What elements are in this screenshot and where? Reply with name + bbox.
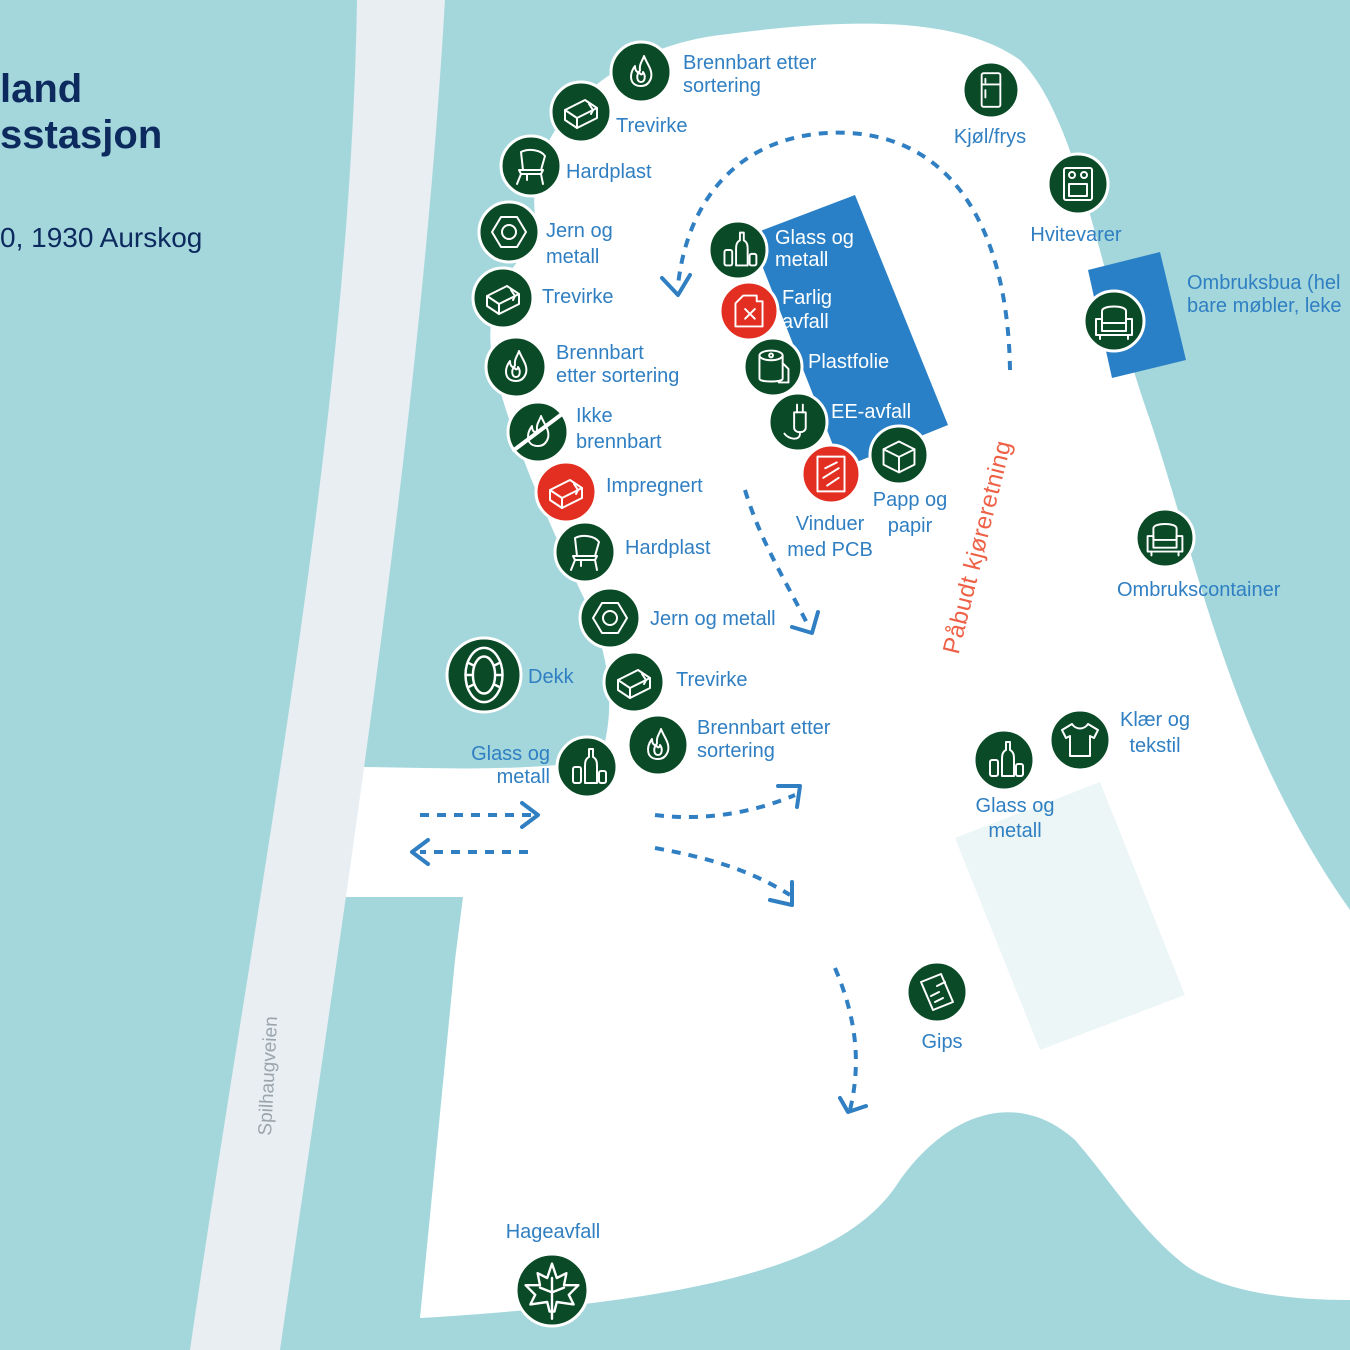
storage-pad [955,782,1185,1050]
station-label-gips: Gips [921,1031,963,1053]
arrow-down-south-path [833,967,858,1111]
arrow-right-up-path [654,793,796,820]
metal-nut-icon [477,200,541,264]
fridge-icon [961,60,1021,120]
station-label-klaer: Klær og tekstil [1119,709,1191,757]
title-line-2: sstasjon [0,113,163,157]
cardboard-box-icon [868,424,930,486]
arrowhead [410,838,430,866]
station-label-hardplast-1: Hardplast [566,161,652,183]
station-label-brennbart-top: Brennbart etter sortering [683,52,817,97]
station-label-jern-1: Jern og metall [546,220,613,268]
arrowhead [660,273,692,297]
hazard-canister-icon [718,280,780,342]
station-label-dekk: Dekk [528,666,574,688]
electric-plug-icon [767,391,829,453]
station-label-brennbart-2: Brennbart etter sortering [556,342,680,387]
station-label-glass-center: Glass og metall [775,227,854,271]
bottles-cans-icon [972,728,1036,792]
station-label-farlig: Farlig avfall [782,287,833,333]
flame-icon [609,40,673,104]
arrowheads [410,273,868,1114]
metal-nut-icon [578,586,642,650]
wood-plank-icon [602,650,666,714]
station-label-ombrukscontainer: Ombrukscontainer [1117,579,1281,601]
no-flame-icon [506,400,570,464]
central-building [750,195,948,468]
stove-icon [1046,152,1110,216]
plastic-film-icon [742,336,804,398]
station-label-vinduer: Vinduer med PCB [787,513,873,561]
flame-icon [484,335,548,399]
station-label-plastfolie: Plastfolie [808,351,890,373]
station-label-trevirke-1: Trevirke [616,115,688,137]
address-text: 0, 1930 Aurskog [0,222,203,253]
t-shirt-icon [1048,708,1112,772]
station-label-kjol: Kjøl/frys [953,126,1027,148]
window-pane-icon [800,443,862,505]
station-label-glass-right: Glass og metall [975,795,1055,842]
station-label-papp: Papp og papir [872,489,948,537]
loop-arrow-path [676,130,1012,371]
plastic-chair-icon [499,134,563,198]
maple-leaf-icon [514,1252,590,1328]
station-icons [445,40,1196,1328]
wood-plank-icon [471,266,535,330]
flame-icon [626,713,690,777]
road-spilhaugveien [190,0,445,1350]
arrow-down-center-path [743,489,810,626]
wood-plank-icon [534,460,598,524]
arrowhead [776,784,802,809]
station-label-ee-avfall: EE-avfall [831,401,912,423]
station-label-jern-2: Jern og metall [650,608,776,630]
page-title: land sstasjon [0,66,162,158]
station-label-trevirke-3: Trevirke [676,669,748,691]
station-label-hvitevarer: Hvitevarer [1030,224,1122,246]
arrowhead [790,610,820,635]
station-label-ikke-brennbart: Ikke brennbart [576,405,662,453]
gypsum-board-icon [905,960,969,1024]
armchair-icon [1134,507,1196,569]
station-label-trevirke-2: Trevirke [542,286,614,308]
tire-icon [445,636,523,714]
traffic-arrows [420,130,1012,1111]
station-label-hageavfall: Hageavfall [505,1221,601,1243]
bottles-cans-icon [555,735,619,799]
station-label-brennbart-3: Brennbart etter sortering [697,717,831,762]
armchair-icon [1082,289,1146,353]
wood-plank-icon [549,80,613,144]
station-label-impregnert: Impregnert [606,475,703,497]
plastic-chair-icon [553,520,617,584]
station-label-glass-entry: Glass og metall [471,743,550,788]
arrow-right-down-path [654,846,792,897]
station-label-hardplast-2: Hardplast [625,537,711,559]
arrowhead [520,801,540,829]
station-label-ombruksbua: Ombruksbua (hel bare møbler, leke [1187,272,1342,317]
bottles-cans-icon [707,219,769,281]
title-line-1: land [0,67,83,111]
arrowhead [768,880,794,907]
arrowhead [838,1096,868,1114]
